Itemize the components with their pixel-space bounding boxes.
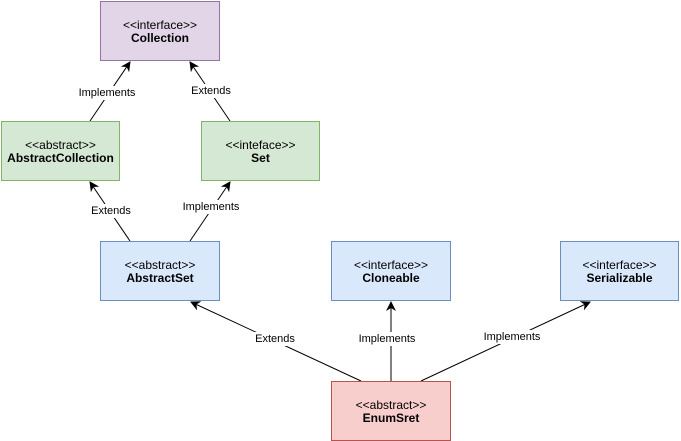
- edge-label-set-to-collection: Extends: [189, 84, 234, 98]
- edge-label-enum-sret-to-cloneable: Implements: [356, 332, 418, 346]
- edge-label-background: [481, 330, 543, 344]
- class-stereotype: <<interface>>: [354, 258, 428, 272]
- edge-label-background: [253, 332, 298, 346]
- class-node-box: [331, 241, 451, 301]
- edge-label-background: [89, 204, 134, 218]
- edge-label-background: [356, 332, 418, 346]
- edge-label-background: [189, 84, 234, 98]
- edge-label-enum-sret-to-serializable: Implements: [481, 330, 543, 344]
- class-stereotype: <<inteface>>: [225, 138, 295, 152]
- class-node-box: [100, 1, 220, 61]
- edge-label-abstract-collection-to-collection: Implements: [76, 86, 138, 100]
- edge-label-text: Extends: [255, 333, 295, 345]
- class-node-box: [1, 121, 120, 181]
- class-node-abstract-collection[interactable]: <<abstract>>AbstractCollection: [1, 121, 120, 181]
- class-node-abstract-set[interactable]: <<abstract>>AbstractSet: [100, 241, 220, 301]
- class-stereotype: <<interface>>: [582, 258, 656, 272]
- class-node-set[interactable]: <<inteface>>Set: [201, 121, 320, 181]
- edge-label-text: Implements: [359, 333, 416, 345]
- class-name: Cloneable: [362, 271, 420, 285]
- class-node-collection[interactable]: <<interface>>Collection: [100, 1, 220, 61]
- class-node-box: [560, 241, 679, 301]
- edge-label-text: Extends: [91, 205, 131, 217]
- edge-label-background: [76, 86, 138, 100]
- class-node-box: [201, 121, 320, 181]
- class-stereotype: <<abstract>>: [25, 138, 96, 152]
- edge-label-abstract-set-to-abstract-collection: Extends: [89, 204, 134, 218]
- class-node-cloneable[interactable]: <<interface>>Cloneable: [331, 241, 451, 301]
- class-name: AbstractCollection: [7, 151, 114, 165]
- class-stereotype: <<interface>>: [123, 18, 197, 32]
- class-node-serializable[interactable]: <<interface>>Serializable: [560, 241, 679, 301]
- class-stereotype: <<abstract>>: [125, 258, 196, 272]
- edge-label-background: [180, 200, 242, 214]
- edge-label-enum-sret-to-abstract-set: Extends: [253, 332, 298, 346]
- class-name: Serializable: [586, 271, 652, 285]
- class-node-enum-sret[interactable]: <<abstract>>EnumSret: [331, 381, 451, 441]
- class-node-box: [100, 241, 220, 301]
- class-stereotype: <<abstract>>: [356, 398, 427, 412]
- edge-label-text: Implements: [484, 331, 541, 343]
- edge-label-text: Implements: [183, 201, 240, 213]
- edge-label-abstract-set-to-set: Implements: [180, 200, 242, 214]
- class-name: AbstractSet: [126, 271, 193, 285]
- class-name: Collection: [131, 31, 189, 45]
- class-name: Set: [251, 151, 270, 165]
- edge-label-text: Implements: [79, 87, 136, 99]
- edge-label-text: Extends: [191, 85, 231, 97]
- class-name: EnumSret: [363, 411, 420, 425]
- class-node-box: [331, 381, 451, 441]
